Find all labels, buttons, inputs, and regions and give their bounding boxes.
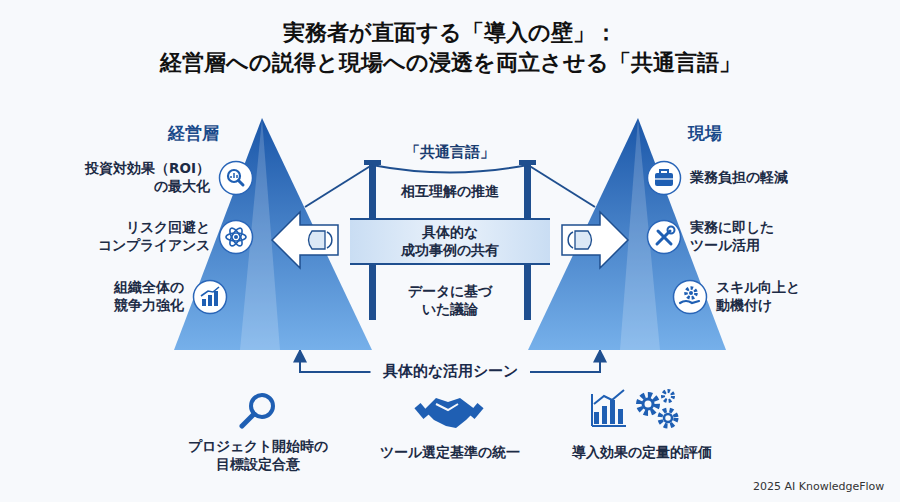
svg-part bbox=[568, 232, 573, 248]
svg-part bbox=[231, 173, 237, 178]
icon-circle bbox=[192, 279, 228, 315]
svg-part bbox=[639, 391, 676, 426]
svg-part bbox=[234, 235, 238, 239]
benefit-item: 実務に即した ツール活用 bbox=[646, 219, 790, 255]
svg-part bbox=[660, 410, 676, 426]
svg-part bbox=[202, 299, 206, 306]
use-case-label: プロジェクト開始時の 目標設定合意 bbox=[173, 438, 343, 473]
scene-text: 具体的な活用シーン bbox=[383, 362, 518, 382]
group-heading: 経営層 bbox=[168, 122, 219, 144]
svg-part bbox=[648, 221, 681, 254]
group-heading: 現場 bbox=[688, 122, 722, 144]
svg-part bbox=[655, 178, 673, 179]
icon-circle bbox=[218, 160, 254, 196]
svg-part bbox=[689, 291, 693, 295]
svg-part bbox=[226, 233, 246, 241]
svg-part bbox=[272, 212, 628, 268]
svg-part bbox=[220, 162, 253, 195]
svg-part bbox=[602, 406, 607, 424]
benefit-text: 組織全体の 競争力強化 bbox=[84, 279, 184, 314]
svg-part bbox=[414, 398, 483, 428]
svg-part bbox=[575, 231, 592, 249]
svg-part bbox=[655, 173, 673, 186]
svg-part bbox=[372, 165, 528, 173]
icon-circle bbox=[218, 219, 254, 255]
benefit-text: 業務負担の軽減 bbox=[690, 169, 788, 187]
svg-part bbox=[242, 414, 254, 426]
svg-part bbox=[528, 165, 595, 207]
svg-part bbox=[436, 404, 458, 410]
benefit-item: 組織全体の 競争力強化 bbox=[84, 279, 228, 315]
bridge-text: データに基づ いた議論 bbox=[395, 282, 505, 318]
svg-part bbox=[618, 409, 623, 424]
benefit-text: 投資対効果（ROI） の最大化 bbox=[70, 160, 210, 195]
svg-part bbox=[214, 291, 218, 306]
icon-circle bbox=[646, 160, 682, 196]
svg-part bbox=[220, 221, 253, 254]
svg-part bbox=[592, 390, 626, 426]
svg-part bbox=[594, 412, 599, 424]
svg-part bbox=[309, 231, 326, 249]
benefit-item: 業務負担の軽減 bbox=[646, 160, 788, 196]
svg-part bbox=[228, 226, 245, 247]
svg-part bbox=[668, 227, 675, 234]
connector bbox=[300, 350, 371, 372]
svg-part bbox=[228, 226, 245, 247]
svg-part bbox=[239, 181, 244, 186]
mountain-shape: 現場業務負担の軽減実務に即した ツール活用スキル向上と 動機付け bbox=[505, 118, 810, 350]
svg-part bbox=[305, 165, 595, 207]
svg-part bbox=[674, 281, 707, 314]
benefit-text: 実務に即した ツール活用 bbox=[690, 219, 790, 254]
svg-part bbox=[610, 400, 615, 424]
benefit-item: 投資対効果（ROI） の最大化 bbox=[70, 160, 254, 196]
bridge-heading: 「共通言語」 bbox=[405, 143, 495, 163]
watermark: 2025 AI KnowledgeFlow bbox=[753, 480, 884, 494]
svg-part bbox=[201, 287, 219, 296]
svg-part bbox=[594, 390, 624, 404]
benefit-text: リスク回避と コンプライアンス bbox=[70, 219, 210, 254]
svg-part bbox=[468, 403, 483, 419]
svg-part bbox=[680, 301, 699, 303]
svg-part bbox=[242, 395, 273, 426]
deck-band: 具体的な 成功事例の共有 bbox=[350, 218, 550, 265]
svg-part bbox=[648, 162, 681, 195]
svg-part bbox=[414, 403, 429, 419]
svg-part bbox=[664, 414, 672, 422]
svg-part bbox=[226, 226, 246, 247]
benefit-item: リスク回避と コンプライアンス bbox=[70, 219, 254, 255]
svg-part bbox=[663, 391, 673, 401]
svg-part bbox=[272, 212, 338, 268]
svg-part bbox=[305, 165, 372, 207]
connector bbox=[530, 350, 601, 372]
svg-part bbox=[194, 281, 227, 314]
scene-box: 具体的な活用シーン bbox=[371, 358, 530, 386]
svg-part bbox=[639, 395, 657, 413]
svg-part bbox=[660, 170, 668, 173]
icon-circle bbox=[646, 219, 682, 255]
title-text: 実務者が直面する「導入の壁」： 経営層への説得と現場への浸透を両立させる「共通言… bbox=[130, 18, 770, 77]
svg-part bbox=[424, 398, 476, 428]
use-case-label: ツール選定基準の統一 bbox=[380, 444, 520, 462]
bridge: 「共通言語」相互理解の推進データに基づ いた議論具体的な 成功事例の共有 bbox=[265, 135, 635, 330]
band-text: 具体的な 成功事例の共有 bbox=[390, 223, 510, 259]
use-case-label: 導入効果の定量的評価 bbox=[572, 444, 712, 462]
benefit-text: スキル向上と 動機付け bbox=[716, 279, 816, 314]
icon-circle bbox=[672, 279, 708, 315]
svg-part bbox=[327, 232, 332, 248]
svg-part bbox=[208, 295, 212, 306]
bridge-text: 相互理解の推進 bbox=[401, 182, 499, 200]
svg-part bbox=[562, 212, 628, 268]
svg-part bbox=[686, 288, 696, 298]
svg-part bbox=[643, 399, 653, 409]
benefit-item: スキル向上と 動機付け bbox=[672, 279, 816, 315]
